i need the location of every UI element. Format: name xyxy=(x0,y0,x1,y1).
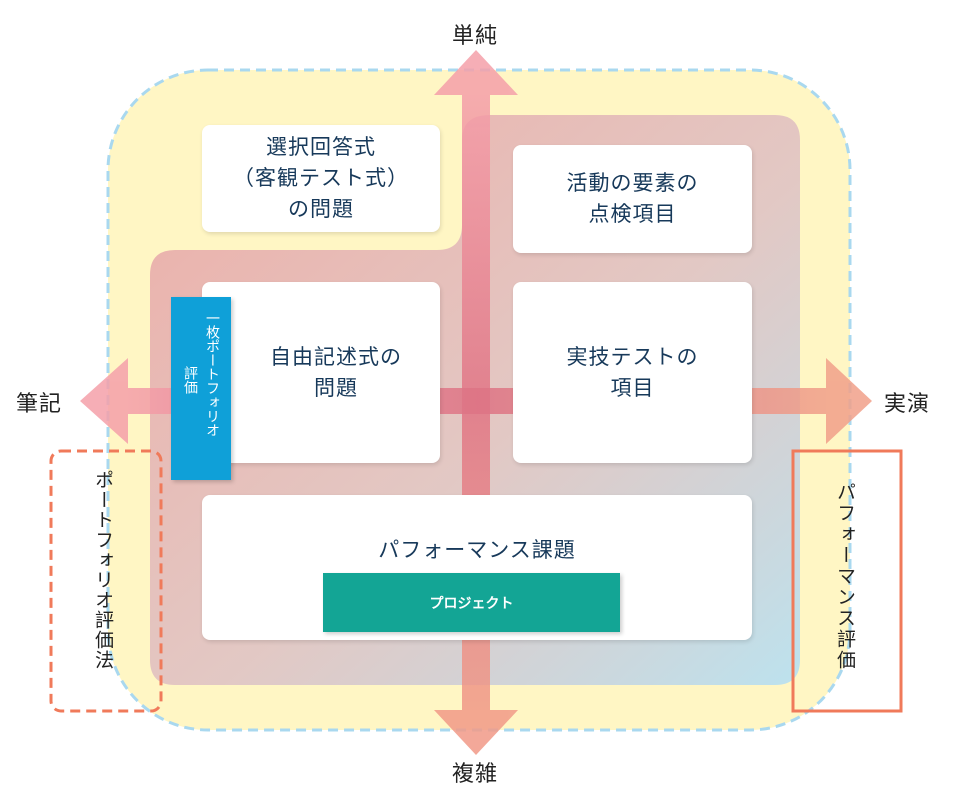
one-page-portfolio-line1: 一枚ポートフォリオ xyxy=(204,311,220,437)
performance-eval-label: パフォーマンス評価 xyxy=(834,482,856,671)
portfolio-dashed-frame xyxy=(49,449,163,713)
box-multiple-choice: 選択回答式 （客観テスト式） の問題 xyxy=(202,125,440,232)
axis-label-complex: 複雑 xyxy=(452,762,499,787)
portfolio-method-label: ポートフォリオ評価法 xyxy=(92,470,114,670)
box-activity-check: 活動の要素の 点検項目 xyxy=(513,145,752,253)
axis-label-simple: 単純 xyxy=(452,24,499,49)
box-free-description: 自由記述式の 問題 xyxy=(202,282,440,463)
performance-frame xyxy=(791,449,903,713)
axis-label-written: 筆記 xyxy=(16,392,63,417)
one-page-portfolio-label: 一枚ポートフォリオ 評価 xyxy=(171,297,231,480)
box-practical-test: 実技テストの 項目 xyxy=(513,282,752,463)
axis-label-performance: 実演 xyxy=(884,392,931,417)
project-label: プロジェクト xyxy=(323,573,620,632)
one-page-portfolio-line2: 評価 xyxy=(182,366,198,394)
